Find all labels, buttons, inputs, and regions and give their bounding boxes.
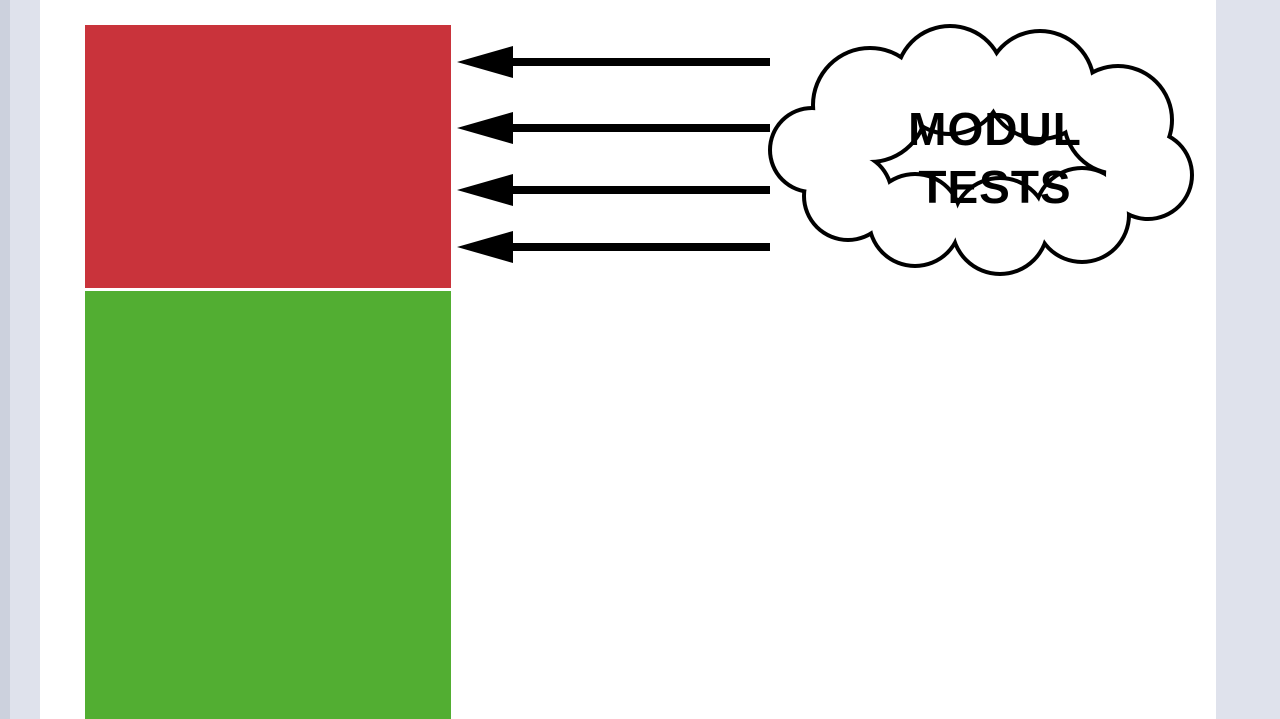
left-edge-strip [0,0,10,719]
arrow-left-icon [457,231,770,263]
cloud-icon [768,24,1194,276]
test-arrows [457,46,770,263]
arrow-left-icon [457,46,770,78]
green-module-block [85,291,451,719]
arrow-left-icon [457,174,770,206]
cloud-label-line1: MODUL [908,103,1082,155]
red-module-block [85,25,451,288]
arrow-left-icon [457,112,770,144]
cloud-label-line2: TESTS [918,161,1071,213]
